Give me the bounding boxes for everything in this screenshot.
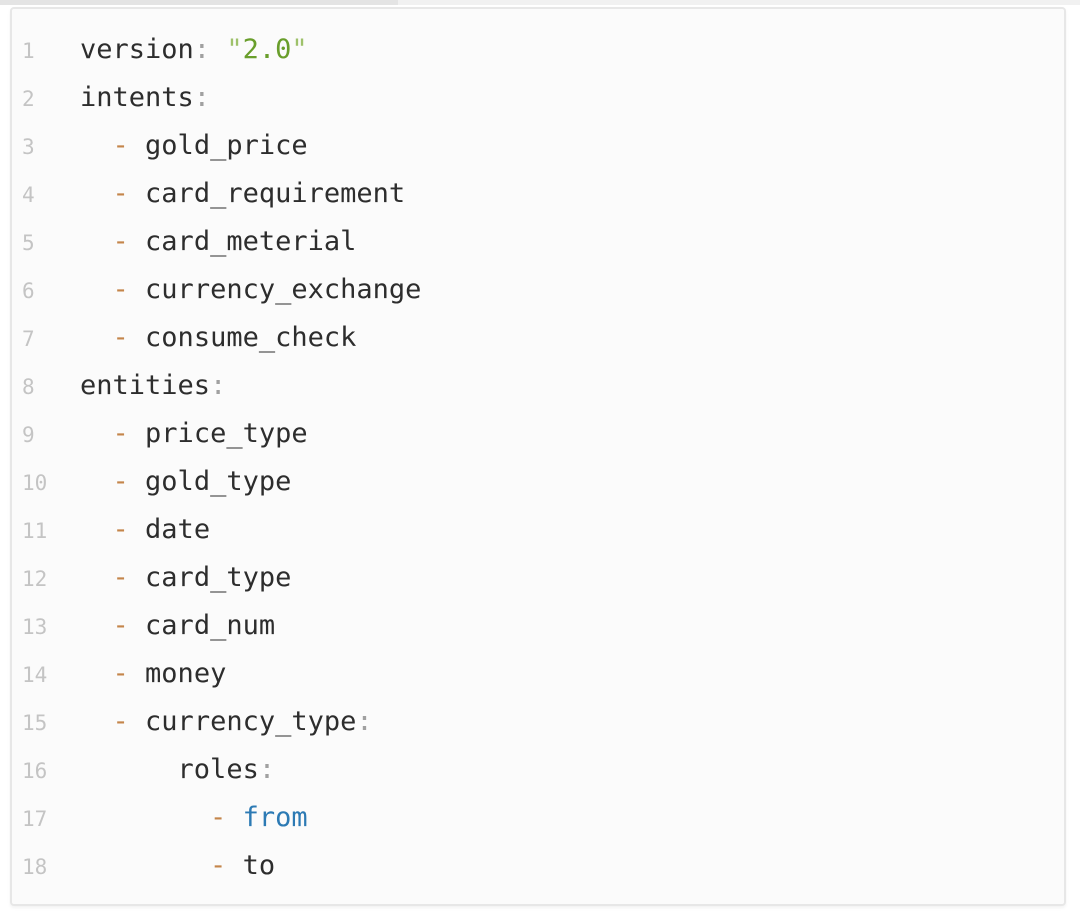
code-line-text: - card_type — [112, 562, 292, 593]
line-number: 2 — [22, 87, 35, 111]
line-number: 1 — [22, 39, 35, 63]
line-number: 16 — [22, 759, 48, 783]
code-line: 1 version: "2.0" — [12, 26, 1064, 74]
code-line-text: entities: — [80, 370, 227, 401]
code-line: 11 - date — [12, 506, 1064, 554]
top-partial-element-right-segment — [398, 0, 1080, 5]
code-line-text: - card_meterial — [112, 226, 357, 257]
code-line: 17 - from — [12, 794, 1064, 842]
line-number: 18 — [22, 855, 48, 879]
line-number: 11 — [22, 519, 48, 543]
line-number: 7 — [22, 327, 35, 351]
code-line-text: intents: — [80, 82, 211, 113]
line-number: 8 — [22, 375, 35, 399]
line-number: 14 — [22, 663, 48, 687]
line-number: 17 — [22, 807, 48, 831]
top-partial-element — [0, 0, 1080, 5]
code-line: 3 - gold_price — [12, 122, 1064, 170]
code-line: 18 - to — [12, 842, 1064, 890]
line-number: 4 — [22, 183, 35, 207]
code-line: 14 - money — [12, 650, 1064, 698]
code-line: 8 entities: — [12, 362, 1064, 410]
line-number: 6 — [22, 279, 35, 303]
code-line-text: - date — [112, 514, 211, 545]
line-number: 13 — [22, 615, 48, 639]
code-line-text: - money — [112, 658, 227, 689]
code-line-text: - to — [210, 850, 276, 881]
code-line: 6 - currency_exchange — [12, 266, 1064, 314]
code-line-text: - currency_type: — [112, 706, 373, 737]
line-number: 12 — [22, 567, 48, 591]
code-line: 4 - card_requirement — [12, 170, 1064, 218]
code-line-text: - from — [210, 802, 308, 833]
code-line-text: - gold_type — [112, 466, 292, 497]
code-line: 7 - consume_check — [12, 314, 1064, 362]
code-line-text: version: "2.0" — [80, 34, 308, 65]
code-line-text: - gold_price — [112, 130, 308, 161]
code-line: 9 - price_type — [12, 410, 1064, 458]
line-number: 5 — [22, 231, 35, 255]
top-partial-element-left-segment — [0, 0, 398, 5]
line-number: 3 — [22, 135, 35, 159]
code-line-text: - price_type — [112, 418, 308, 449]
code-line-text: - card_requirement — [112, 178, 406, 209]
code-line: 15 - currency_type: — [12, 698, 1064, 746]
code-line-text: roles: — [177, 754, 276, 785]
code-line-text: - card_num — [112, 610, 276, 641]
line-number: 10 — [22, 471, 48, 495]
code-line: 2 intents: — [12, 74, 1064, 122]
line-number: 9 — [22, 423, 35, 447]
code-line-text: - consume_check — [112, 322, 357, 353]
code-line: 10 - gold_type — [12, 458, 1064, 506]
code-line-text: - currency_exchange — [112, 274, 422, 305]
line-number: 15 — [22, 711, 48, 735]
code-line: 5 - card_meterial — [12, 218, 1064, 266]
code-line: 12 - card_type — [12, 554, 1064, 602]
code-line: 13 - card_num — [12, 602, 1064, 650]
code-line: 16 roles: — [12, 746, 1064, 794]
